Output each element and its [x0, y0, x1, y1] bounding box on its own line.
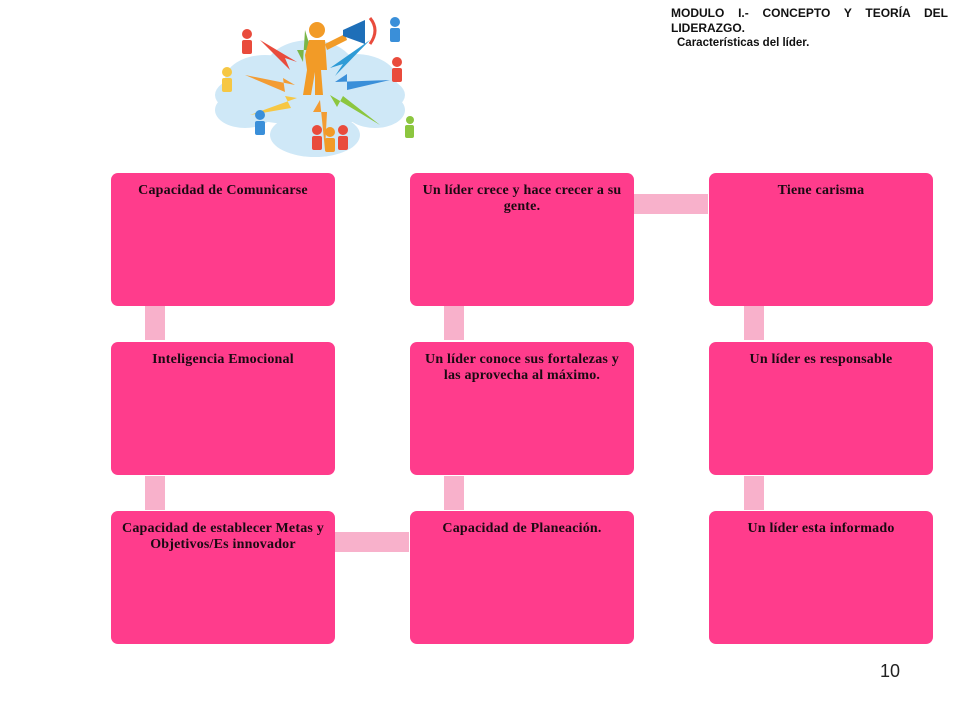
- connector-c2-1: [444, 476, 464, 510]
- box-lider-informado: Un líder esta informado: [709, 511, 933, 644]
- module-title-line2: LIDERAZGO.: [671, 21, 948, 36]
- box-capacidad-metas: Capacidad de establecer Metas y Objetivo…: [111, 511, 335, 644]
- module-title-line1: MODULO I.- CONCEPTO Y TEORÍA DEL: [671, 6, 948, 21]
- connector-c3-1: [744, 306, 764, 340]
- box-inteligencia-emocional: Inteligencia Emocional: [111, 342, 335, 475]
- box-lider-crece: Un líder crece y hace crecer a su gente.: [410, 173, 634, 306]
- connector-c1-1: [145, 306, 165, 340]
- box-capacidad-comunicarse: Capacidad de Comunicarse: [111, 173, 335, 306]
- box-capacidad-planeacion: Capacidad de Planeación.: [410, 511, 634, 644]
- page-number: 10: [880, 661, 900, 682]
- connector-c1-c2: [335, 532, 409, 552]
- box-tiene-carisma: Tiene carisma: [709, 173, 933, 306]
- box-lider-responsable: Un líder es responsable: [709, 342, 933, 475]
- connector-c1-2: [145, 476, 165, 510]
- connector-c2-c3: [634, 194, 708, 214]
- connector-c2-2: [444, 306, 464, 340]
- leadership-network-illustration: [205, 0, 415, 168]
- box-lider-fortalezas: Un líder conoce sus fortalezas y las apr…: [410, 342, 634, 475]
- megaphone-icon: [343, 20, 365, 44]
- slide-header: MODULO I.- CONCEPTO Y TEORÍA DEL LIDERAZ…: [671, 6, 948, 51]
- section-subtitle: Características del líder.: [671, 36, 948, 51]
- connector-c3-2: [744, 476, 764, 510]
- signal-waves-icon: [370, 18, 375, 44]
